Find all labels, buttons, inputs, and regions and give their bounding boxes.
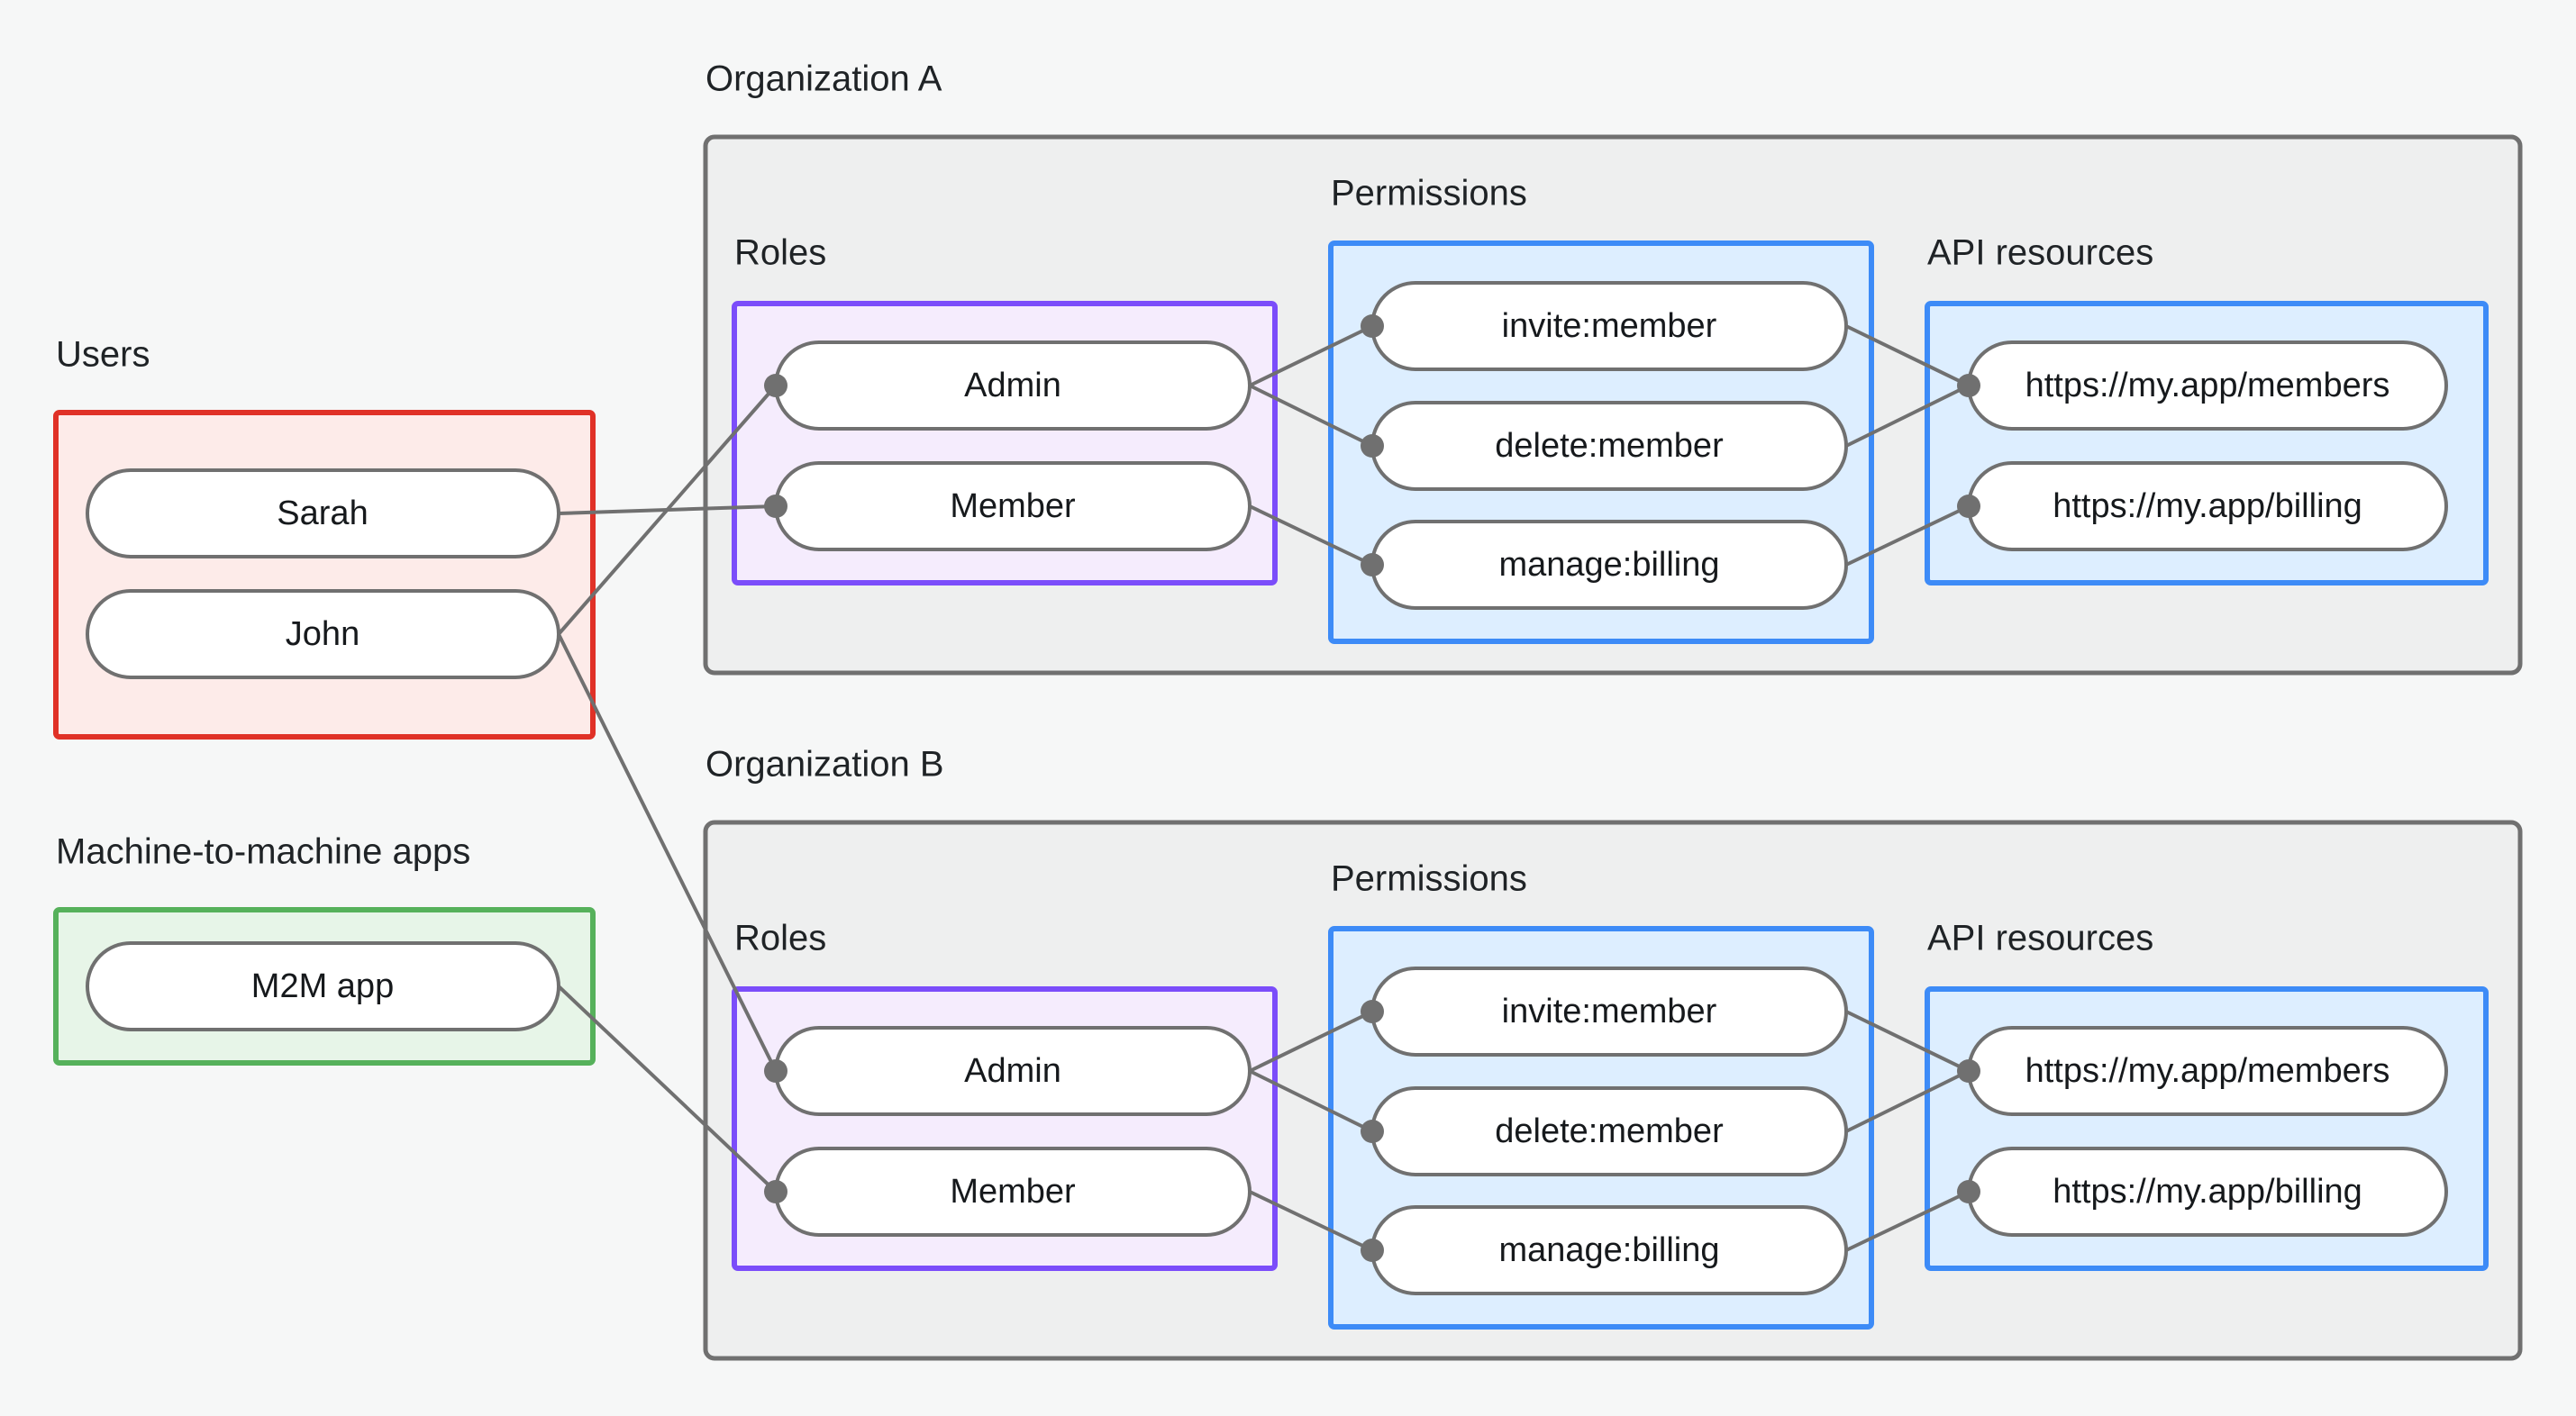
node-org-a-resource-members[interactable]: https://my.app/members (1967, 340, 2448, 431)
node-org-b-delete-member[interactable]: delete:member (1370, 1086, 1848, 1176)
edge-org-a-member-to-billing (1249, 504, 1373, 567)
edge-org-a-invite-to-members (1845, 324, 1970, 387)
edge-org-a-billing-to-billing-res (1845, 504, 1970, 567)
org-b-title: Organization B (705, 745, 944, 785)
dot-org-a-member-in (764, 495, 787, 518)
edge-john-to-org-a-admin (557, 384, 778, 636)
edge-org-b-admin-to-delete (1249, 1069, 1373, 1133)
node-org-a-admin-label: Admin (964, 367, 1061, 404)
node-org-b-invite-member-label: invite:member (1502, 993, 1717, 1030)
dot-org-b-delete-in (1361, 1120, 1384, 1143)
org-b-api-title: API resources (1927, 919, 2153, 958)
connection-dot-layer (764, 314, 1980, 1262)
node-org-b-manage-billing[interactable]: manage:billing (1370, 1205, 1848, 1295)
edge-org-a-admin-to-invite (1249, 324, 1373, 387)
node-org-a-resource-billing-label: https://my.app/billing (2053, 487, 2362, 525)
node-org-b-resource-billing[interactable]: https://my.app/billing (1967, 1147, 2448, 1237)
dot-org-a-admin-in (764, 374, 787, 397)
org-a-permissions-title: Permissions (1331, 174, 1527, 213)
edge-layer (557, 324, 1970, 1252)
org-a-title: Organization A (705, 59, 942, 99)
node-john-label: John (286, 615, 360, 653)
edge-org-b-member-to-billing (1249, 1190, 1373, 1252)
node-m2m-app-label: M2M app (251, 967, 394, 1005)
node-org-b-invite-member[interactable]: invite:member (1370, 967, 1848, 1057)
org-a-api-title: API resources (1927, 233, 2153, 273)
edge-org-b-billing-to-billing-res (1845, 1190, 1970, 1252)
node-org-b-resource-members[interactable]: https://my.app/members (1967, 1026, 2448, 1116)
node-org-a-resource-members-label: https://my.app/members (2025, 367, 2390, 404)
node-m2m-app[interactable]: M2M app (86, 941, 560, 1031)
node-org-b-delete-member-label: delete:member (1495, 1112, 1724, 1150)
dot-org-b-res-billing-in (1957, 1180, 1980, 1203)
edge-org-b-admin-to-invite (1249, 1010, 1373, 1073)
edge-org-b-invite-to-members (1845, 1010, 1970, 1073)
node-org-b-resource-billing-label: https://my.app/billing (2053, 1173, 2362, 1211)
node-org-b-member-label: Member (950, 1173, 1076, 1211)
node-john[interactable]: John (86, 589, 560, 679)
node-org-b-manage-billing-label: manage:billing (1498, 1231, 1719, 1269)
node-org-b-resource-members-label: https://my.app/members (2025, 1052, 2390, 1090)
node-org-a-delete-member-label: delete:member (1495, 427, 1724, 465)
node-sarah-label: Sarah (277, 495, 368, 532)
node-org-a-member[interactable]: Member (774, 461, 1252, 551)
dot-org-b-admin-in (764, 1059, 787, 1083)
dot-org-b-billing-in (1361, 1239, 1384, 1262)
node-org-a-invite-member[interactable]: invite:member (1370, 281, 1848, 371)
node-org-a-member-label: Member (950, 487, 1076, 525)
edge-org-a-admin-to-delete (1249, 384, 1373, 448)
edge-org-b-delete-to-members (1845, 1069, 1970, 1133)
node-org-b-admin-label: Admin (964, 1052, 1061, 1090)
users-box (53, 410, 596, 740)
dot-org-a-invite-in (1361, 314, 1384, 338)
org-a-roles-title: Roles (734, 233, 826, 273)
users-title: Users (56, 335, 150, 375)
node-org-a-manage-billing-label: manage:billing (1498, 546, 1719, 584)
dot-org-a-delete-in (1361, 434, 1384, 458)
node-org-a-admin[interactable]: Admin (774, 340, 1252, 431)
dot-org-b-res-members-in (1957, 1059, 1980, 1083)
dot-org-b-invite-in (1361, 1000, 1384, 1023)
dot-org-a-res-billing-in (1957, 495, 1980, 518)
org-b-permissions-title: Permissions (1331, 859, 1527, 899)
node-org-b-member[interactable]: Member (774, 1147, 1252, 1237)
org-b-roles-title: Roles (734, 919, 826, 958)
m2m-title: Machine-to-machine apps (56, 832, 470, 872)
edge-john-to-org-b-admin (557, 633, 778, 1072)
node-org-a-manage-billing[interactable]: manage:billing (1370, 520, 1848, 610)
edge-m2m-to-org-b-member (557, 985, 778, 1194)
dot-org-a-billing-in (1361, 553, 1384, 576)
dot-org-b-member-in (764, 1180, 787, 1203)
node-org-a-invite-member-label: invite:member (1502, 307, 1717, 345)
dot-org-a-res-members-in (1957, 374, 1980, 397)
edge-org-a-delete-to-members (1845, 384, 1970, 448)
node-org-b-admin[interactable]: Admin (774, 1026, 1252, 1116)
node-org-a-delete-member[interactable]: delete:member (1370, 401, 1848, 491)
node-sarah[interactable]: Sarah (86, 468, 560, 558)
node-org-a-resource-billing[interactable]: https://my.app/billing (1967, 461, 2448, 551)
